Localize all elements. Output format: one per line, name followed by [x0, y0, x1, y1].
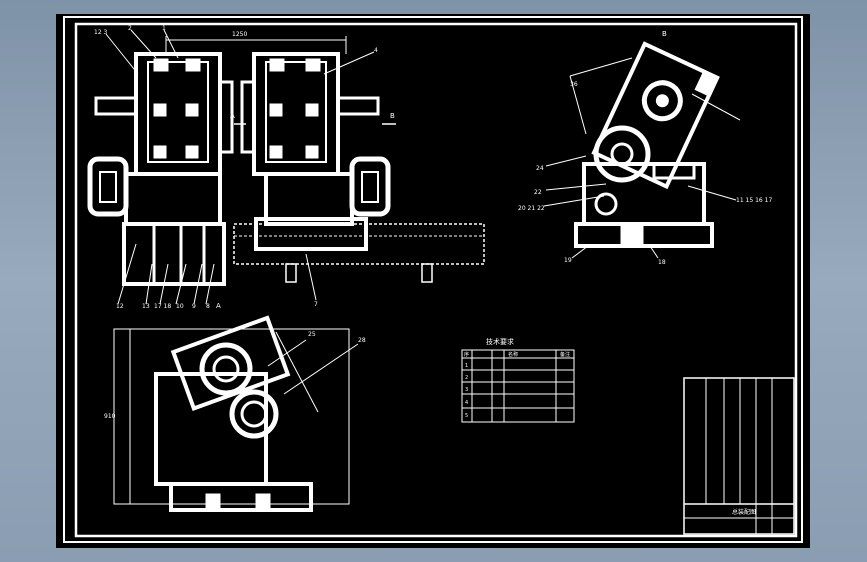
section-label-left: A [230, 112, 235, 120]
balloon-bv-1: 25 [308, 331, 316, 338]
row-num-5: 5 [465, 413, 468, 419]
balloon-sv-6: 19 [564, 257, 572, 264]
balloon-sv-2: 24 [536, 165, 544, 172]
balloon-sv-3: 22 [534, 189, 542, 196]
side-view: B [518, 30, 772, 266]
balloon-fv-2: 2 [128, 25, 132, 32]
section-label-right: B [390, 112, 395, 120]
title-block: 总装配图 [683, 377, 795, 535]
base-rail [233, 223, 485, 265]
view-label-b: B [662, 30, 667, 38]
balloon-fv-b6: 8 [206, 303, 210, 310]
balloon-fv-b5: 9 [192, 303, 196, 310]
balloon-fv-1: 12 3 [94, 29, 108, 36]
balloon-sv-1: 36 [570, 81, 578, 88]
inner-border [74, 22, 798, 538]
front-view: 1250 A B 12 3 2 1 [87, 25, 485, 310]
right-motor [349, 156, 391, 217]
balloon-fv-b4: 10 [176, 303, 184, 310]
left-shaft [94, 96, 138, 116]
bottom-view: A 25 28 910 [104, 302, 366, 512]
row-num-1: 1 [465, 363, 468, 369]
balloon-fv-b3: 17 18 [154, 303, 171, 310]
view-label-a: A [216, 302, 221, 310]
col-header-num: 序 [464, 351, 469, 358]
balloon-fv-b7: 7 [314, 301, 318, 308]
balloon-fv-b2: 13 [142, 303, 150, 310]
row-num-4: 4 [465, 400, 468, 406]
tech-table: 技术要求 序 名称 备注 1 2 3 4 5 [461, 337, 575, 423]
dimension-left-label: 910 [104, 413, 116, 420]
drawing-name: 总装配图 [732, 508, 756, 516]
balloon-sv-5: 11 15 16 17 [736, 197, 772, 204]
drawing-canvas: 1250 A B 12 3 2 1 [63, 16, 803, 543]
dimension-top-label: 1250 [232, 31, 247, 38]
left-motor [87, 156, 129, 217]
row-num-3: 3 [465, 387, 468, 393]
col-header-name: 名称 [508, 351, 518, 358]
balloon-fv-b1: 12 [116, 303, 124, 310]
balloon-fv-4: 4 [374, 47, 378, 54]
balloon-fv-3: 1 [162, 25, 166, 32]
drawing-sheet[interactable]: 1250 A B 12 3 2 1 [56, 14, 810, 548]
row-num-2: 2 [465, 375, 468, 381]
tech-table-title: 技术要求 [486, 337, 514, 346]
outer-border [63, 16, 803, 543]
balloon-bv-2: 28 [358, 337, 366, 344]
balloon-sv-4: 20 21 22 [518, 205, 545, 212]
col-header-note: 备注 [560, 351, 570, 358]
balloon-sv-7: 18 [658, 259, 666, 266]
right-shaft [336, 96, 380, 116]
